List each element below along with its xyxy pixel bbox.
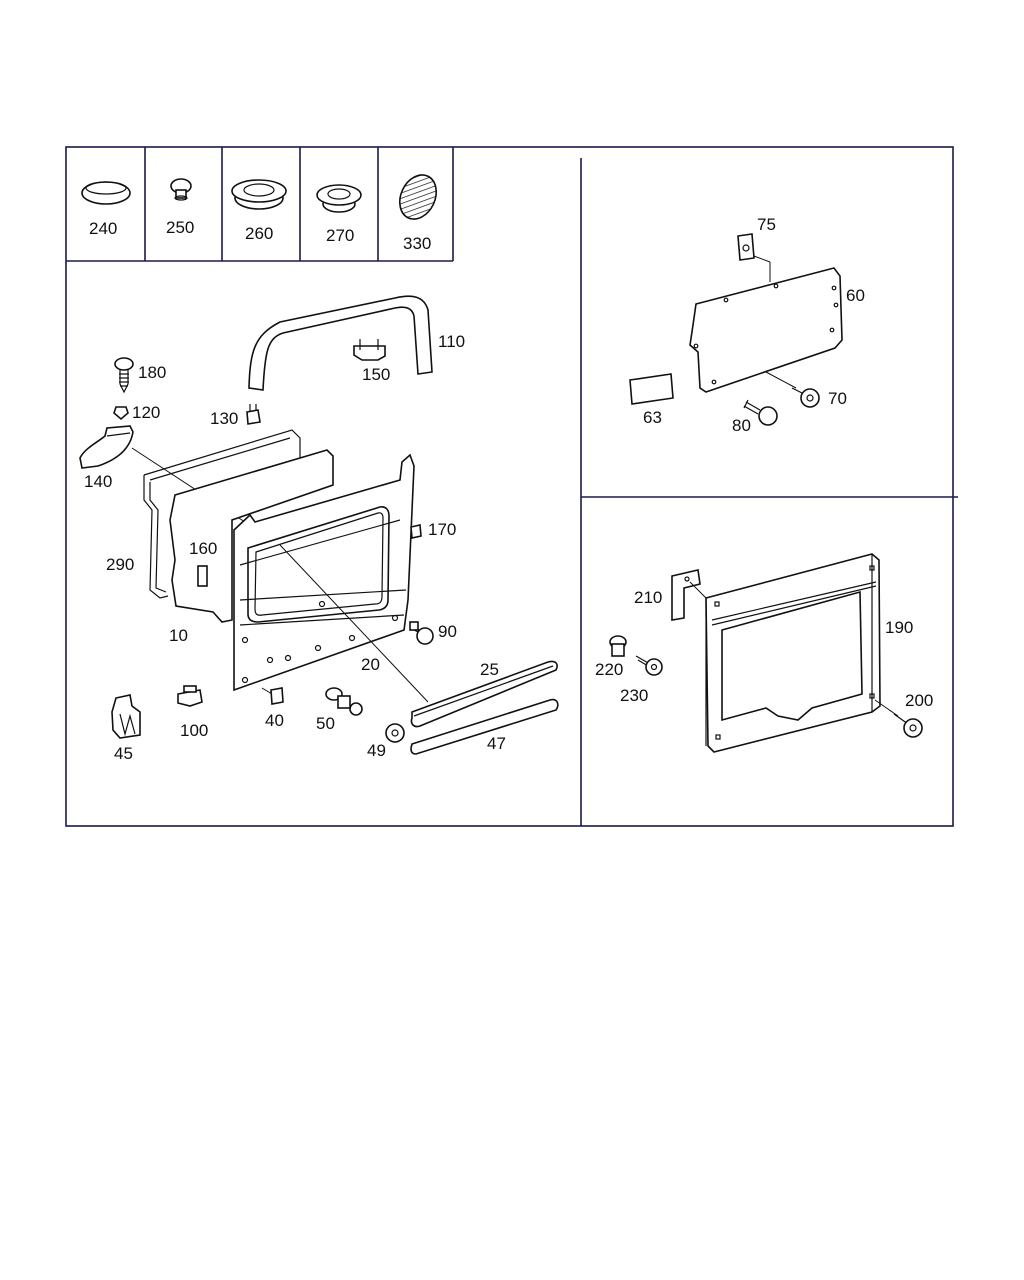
callout-140: 140 <box>84 472 112 491</box>
clip-100 <box>177 685 203 707</box>
clip-170 <box>410 524 422 539</box>
callout-90: 90 <box>438 622 457 641</box>
legend-label: 240 <box>89 219 117 238</box>
callout-100: 100 <box>180 721 208 740</box>
callout-190: 190 <box>885 618 913 637</box>
callout-49: 49 <box>367 741 386 760</box>
callout-220: 220 <box>595 660 623 679</box>
callout-40: 40 <box>265 711 284 730</box>
screw-70 <box>765 371 820 408</box>
callout-130: 130 <box>210 409 238 428</box>
legend-label: 270 <box>326 226 354 245</box>
callout-25: 25 <box>480 660 499 679</box>
legend-label: 260 <box>245 224 273 243</box>
window-seal-110 <box>248 295 433 391</box>
moulding-strip-47 <box>410 698 559 755</box>
callout-75: 75 <box>757 215 776 234</box>
callout-50: 50 <box>316 714 335 733</box>
callout-150: 150 <box>362 365 390 384</box>
callout-230: 230 <box>620 686 648 705</box>
callout-20: 20 <box>361 655 380 674</box>
callout-60: 60 <box>846 286 865 305</box>
screw-80 <box>743 399 778 426</box>
screw-200 <box>874 699 923 738</box>
panel-holes <box>241 600 399 684</box>
callout-70: 70 <box>828 389 847 408</box>
small-grommet-icon <box>316 184 362 213</box>
callout-110: 110 <box>438 332 465 351</box>
callout-160: 160 <box>189 539 217 558</box>
legend-grid: 240 250 260 270 330 <box>66 147 454 262</box>
clip-150 <box>353 339 386 361</box>
callout-180: 180 <box>138 363 166 382</box>
callout-210: 210 <box>634 588 662 607</box>
clip-220 <box>609 635 627 657</box>
cap-40 <box>270 687 284 705</box>
nut-120 <box>113 406 129 421</box>
bracket-75 <box>737 233 755 261</box>
screw-180 <box>114 357 134 394</box>
callout-45: 45 <box>114 744 133 763</box>
bracket-210 <box>671 569 701 621</box>
callout-10: 10 <box>169 626 188 645</box>
hatched-oval-pad-icon <box>398 174 438 220</box>
inner-panel-10 <box>169 449 334 623</box>
callout-200: 200 <box>905 691 933 710</box>
door-trim-panel-20 <box>233 453 415 692</box>
clip-45 <box>111 694 141 739</box>
label-63 <box>629 373 674 405</box>
screw-90 <box>409 621 434 645</box>
oval-plug-icon <box>81 181 131 205</box>
frame-190 <box>705 553 881 753</box>
top-right-panel: 75 60 63 70 <box>629 215 865 435</box>
moulding-strip-25 <box>410 660 558 728</box>
callout-63: 63 <box>643 408 662 427</box>
callout-120: 120 <box>132 403 160 422</box>
large-grommet-icon <box>231 179 287 210</box>
screw-50 <box>325 687 363 716</box>
legend-label: 250 <box>166 218 194 237</box>
diagram-frame <box>65 146 954 827</box>
seal-290 <box>143 429 301 599</box>
callout-290: 290 <box>106 555 134 574</box>
screw-230 <box>635 655 663 676</box>
callout-47: 47 <box>487 734 506 753</box>
bottom-right-panel: 210 190 200 220 <box>595 553 933 753</box>
mushroom-plug-icon <box>170 178 192 201</box>
callout-170: 170 <box>428 520 456 539</box>
left-panel: 110 150 130 180 120 140 <box>79 295 559 763</box>
callout-80: 80 <box>732 416 751 435</box>
handle-cover-140 <box>79 425 134 469</box>
cover-panel-60 <box>689 267 843 393</box>
washer-49 <box>385 723 405 743</box>
clip-130 <box>246 404 261 425</box>
legend-label: 330 <box>403 234 431 253</box>
